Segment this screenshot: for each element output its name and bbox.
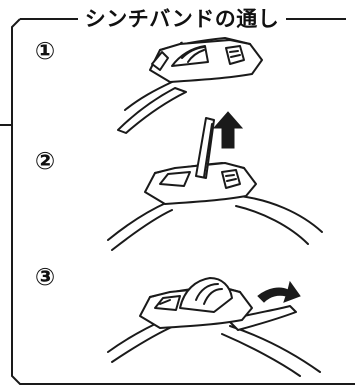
step-number-3: ③ bbox=[34, 263, 56, 291]
step-number-1: ① bbox=[34, 37, 56, 65]
step-number-2: ② bbox=[34, 147, 56, 175]
